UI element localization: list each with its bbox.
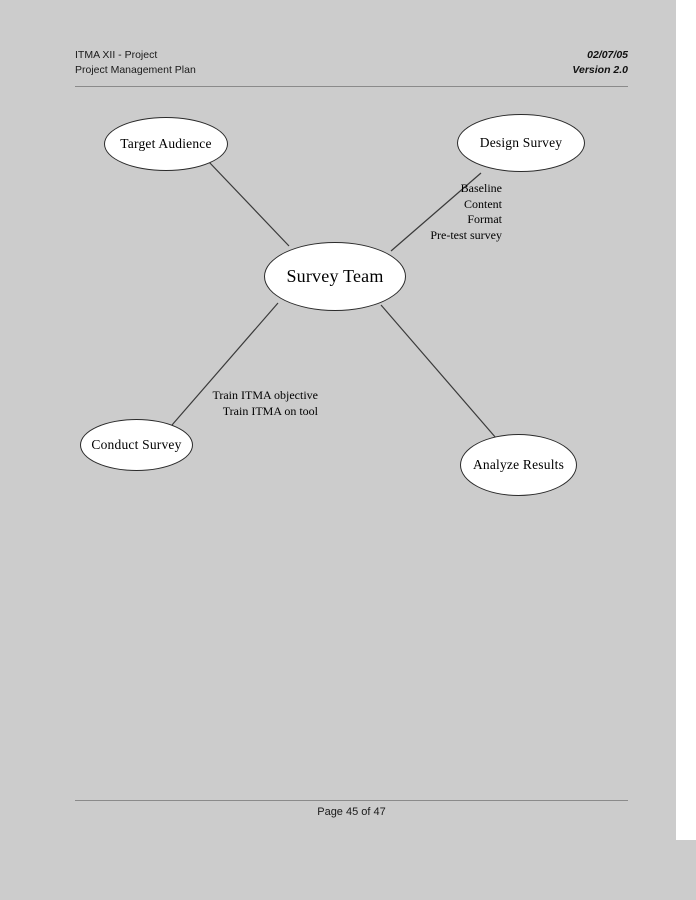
node-target-audience-label: Target Audience bbox=[120, 136, 212, 151]
page-right-margin bbox=[676, 0, 696, 840]
node-design-survey[interactable]: Design Survey bbox=[457, 114, 585, 172]
node-analyze-results[interactable]: Analyze Results bbox=[460, 434, 577, 496]
node-conduct-survey-label: Conduct Survey bbox=[91, 437, 182, 452]
header-divider bbox=[75, 86, 628, 87]
edge-survey-team-to-analyze-results bbox=[380, 304, 497, 439]
node-conduct-survey[interactable]: Conduct Survey bbox=[80, 419, 193, 471]
header-document-name: Project Management Plan bbox=[75, 64, 196, 76]
node-analyze-results-label: Analyze Results bbox=[472, 457, 565, 472]
edge-label-design-survey-line-3: Format bbox=[467, 212, 502, 226]
edge-label-design-survey-line-4: Pre-test survey bbox=[430, 227, 502, 242]
edge-survey-team-to-design-survey bbox=[390, 172, 482, 252]
header-date: 02/07/05 bbox=[587, 49, 628, 61]
edge-label-design-survey: Baseline Content Format Pre-test survey bbox=[362, 181, 502, 243]
edge-label-design-survey-line-1: Baseline bbox=[460, 181, 502, 195]
header-row-2: Project Management Plan Version 2.0 bbox=[75, 63, 628, 78]
header-row-1: ITMA XII - Project 02/07/05 bbox=[75, 48, 628, 63]
header-version: Version 2.0 bbox=[572, 64, 628, 76]
edge-label-conduct-survey-line-2: Train ITMA on tool bbox=[222, 403, 318, 418]
edge-label-design-survey-line-2: Content bbox=[464, 196, 502, 211]
header-project-title: ITMA XII - Project bbox=[75, 49, 158, 61]
edge-label-conduct-survey: Train ITMA objective Train ITMA on tool bbox=[138, 388, 318, 419]
node-target-audience[interactable]: Target Audience bbox=[104, 117, 228, 171]
footer-divider bbox=[75, 800, 628, 801]
edge-survey-team-to-conduct-survey bbox=[171, 302, 279, 426]
node-survey-team[interactable]: Survey Team bbox=[264, 242, 406, 311]
node-survey-team-label: Survey Team bbox=[286, 266, 384, 286]
edge-label-conduct-survey-line-1: Train ITMA objective bbox=[212, 388, 318, 402]
edge-target-audience-to-survey-team bbox=[208, 161, 290, 247]
footer-page-number: Page 45 of 47 bbox=[317, 806, 386, 818]
page-header: ITMA XII - Project 02/07/05 Project Mana… bbox=[75, 48, 628, 86]
node-design-survey-label: Design Survey bbox=[479, 135, 563, 150]
